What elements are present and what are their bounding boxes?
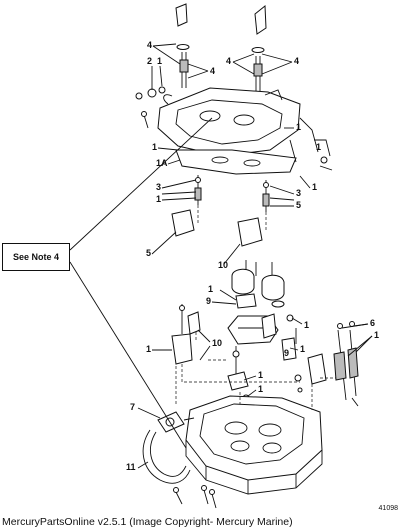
callout-label: 1 — [374, 330, 379, 340]
callout-label: 5 — [296, 200, 301, 210]
figure-number: 41098 — [378, 505, 398, 512]
callout-label: 10 — [212, 338, 222, 348]
assembly-guides — [175, 332, 336, 410]
callout-label: 9 — [284, 348, 289, 358]
callout-label: 1 — [258, 384, 263, 394]
note-leader-lines — [69, 117, 213, 449]
callouts: 4 4 2 1 4 4 1 1 1A 1 1 3 1 3 5 — [126, 40, 379, 472]
main-body-casting — [142, 395, 323, 509]
callout-label: 1 — [208, 284, 213, 294]
air-horn-assembly — [135, 3, 333, 171]
callout-label: 1 — [316, 142, 321, 152]
callout-label: 3 — [156, 182, 161, 192]
callout-label: 1 — [146, 344, 151, 354]
callout-label: 4 — [210, 66, 215, 76]
callout-label: 10 — [218, 260, 228, 270]
see-note-4-box: See Note 4 — [2, 243, 70, 271]
metering-parts — [171, 175, 270, 247]
callout-label: 5 — [146, 248, 151, 258]
callout-label: 1 — [300, 344, 305, 354]
callout-label: 1 — [296, 122, 301, 132]
cover-gasket — [175, 149, 297, 175]
center-linkage — [171, 304, 327, 402]
callout-label: 1 — [258, 370, 263, 380]
callout-label: 4 — [147, 40, 152, 50]
callout-label: 3 — [296, 188, 301, 198]
image-caption: MercuryPartsOnline v2.5.1 (Image Copyrig… — [2, 516, 293, 528]
callout-label: 1 — [156, 194, 161, 204]
callout-label: 9 — [206, 296, 211, 306]
callout-label: 1 — [312, 182, 317, 192]
callout-label: 1 — [152, 142, 157, 152]
callout-label: 1 — [157, 56, 162, 66]
callout-label: 1 — [304, 320, 309, 330]
callout-label: 11 — [126, 462, 136, 472]
callout-label: 4 — [226, 56, 231, 66]
callout-label: 2 — [147, 56, 152, 66]
float-assembly — [231, 260, 294, 322]
callout-label: 7 — [130, 402, 135, 412]
callout-label: 4 — [294, 56, 299, 66]
pump-parts — [294, 321, 359, 407]
callout-label: 6 — [370, 318, 375, 328]
callout-label: 1A — [156, 158, 168, 168]
note-box-label: See Note 4 — [12, 252, 60, 262]
